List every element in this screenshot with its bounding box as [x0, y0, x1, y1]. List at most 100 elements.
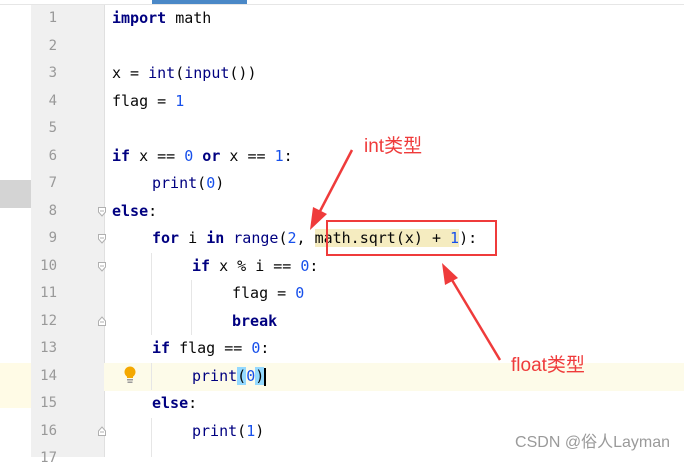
- code-line-11: flag = 0: [232, 280, 304, 308]
- code-text: [224, 229, 233, 247]
- code-line-10: if x % i == 0:: [192, 253, 318, 281]
- int-type-label: int类型: [364, 136, 423, 157]
- number: 1: [246, 422, 256, 440]
- code-text: :: [309, 257, 319, 275]
- indent-guide: [191, 280, 192, 335]
- matched-brace: ): [255, 367, 265, 385]
- line-number: 15: [40, 395, 57, 411]
- code-text: :: [283, 147, 293, 165]
- code-text: :: [188, 394, 198, 412]
- tab-bar: [0, 0, 684, 5]
- fold-collapse-icon[interactable]: [98, 234, 106, 244]
- code-line-9: for i in range(2, math.sqrt(x) + 1):: [152, 225, 477, 253]
- code-line-6: if x == 0 or x == 1:: [112, 143, 293, 171]
- code-text: i: [179, 229, 207, 247]
- line-number-gutter[interactable]: [31, 5, 105, 457]
- code-line-4: flag = 1: [112, 88, 184, 116]
- fold-end-icon[interactable]: [98, 316, 106, 326]
- active-tab-indicator[interactable]: [152, 0, 247, 4]
- keyword: or: [193, 147, 221, 165]
- keyword: import: [112, 9, 167, 27]
- matched-brace: (: [237, 367, 247, 385]
- line-number: 7: [48, 175, 57, 191]
- keyword: if: [152, 339, 171, 357]
- line-number: 13: [40, 340, 57, 356]
- code-text: ):: [459, 229, 478, 247]
- code-text: (: [197, 174, 207, 192]
- code-text: (: [237, 422, 247, 440]
- number: 0: [246, 367, 256, 385]
- builtin: range: [233, 229, 279, 247]
- current-line-highlight: [104, 363, 684, 391]
- code-text: x ==: [220, 147, 275, 165]
- fold-collapse-icon[interactable]: [98, 262, 106, 272]
- line-number: 9: [48, 230, 57, 246]
- code-text: x =: [112, 64, 149, 82]
- number: 0: [206, 174, 216, 192]
- keyword: else: [112, 202, 149, 220]
- code-text: math: [166, 9, 212, 27]
- keyword: for: [152, 229, 180, 247]
- code-line-8: else:: [112, 198, 157, 226]
- selection-marker: [0, 180, 31, 208]
- code-text: flag =: [232, 284, 296, 302]
- code-line-3: x = int(input()): [112, 60, 257, 88]
- annotation-highlight-box: [326, 220, 497, 256]
- watermark: CSDN @俗人Layman: [515, 434, 670, 451]
- code-line-15: else:: [152, 390, 197, 418]
- number: 0: [295, 284, 305, 302]
- line-number: 12: [40, 313, 57, 329]
- builtin: print: [152, 174, 198, 192]
- code-text: x ==: [130, 147, 185, 165]
- line-number: 11: [40, 285, 57, 301]
- code-text: (: [278, 229, 288, 247]
- indent-guide: [151, 363, 152, 390]
- line-number: 10: [40, 258, 57, 274]
- code-line-16: print(1): [192, 418, 264, 446]
- code-line-13: if flag == 0:: [152, 335, 269, 363]
- line-number: 1: [48, 10, 57, 26]
- lightbulb-icon[interactable]: [123, 366, 137, 384]
- builtin: print: [192, 422, 238, 440]
- current-line-marker: [0, 363, 31, 408]
- code-text: ()): [229, 64, 257, 82]
- code-text: (: [175, 64, 185, 82]
- line-number: 2: [48, 38, 57, 54]
- keyword: if: [112, 147, 131, 165]
- number: 0: [184, 147, 194, 165]
- line-number: 5: [48, 120, 57, 136]
- code-text: flag ==: [170, 339, 252, 357]
- line-number: 4: [48, 93, 57, 109]
- code-text: :: [260, 339, 270, 357]
- number: 1: [175, 92, 185, 110]
- number: 1: [450, 229, 460, 247]
- fold-collapse-icon[interactable]: [98, 207, 106, 217]
- number: 1: [274, 147, 284, 165]
- line-number: 6: [48, 148, 57, 164]
- code-text: ,: [296, 229, 315, 247]
- number: 2: [287, 229, 297, 247]
- line-number: 3: [48, 65, 57, 81]
- code-line-7: print(0): [152, 170, 224, 198]
- code-text: ): [255, 422, 265, 440]
- number: 0: [251, 339, 261, 357]
- line-number: 14: [40, 368, 57, 384]
- fold-end-icon[interactable]: [98, 426, 106, 436]
- builtin: input: [184, 64, 230, 82]
- code-line-14: print(0): [192, 363, 267, 391]
- indent-guide: [151, 418, 152, 457]
- code-text: :: [148, 202, 158, 220]
- float-type-label: float类型: [511, 355, 585, 376]
- left-panel-strip: [0, 5, 31, 457]
- keyword: else: [152, 394, 189, 412]
- line-number: 8: [48, 203, 57, 219]
- code-text: flag =: [112, 92, 176, 110]
- text-caret: [264, 367, 267, 386]
- highlighted-expression: math.sqrt(x) + 1: [314, 229, 460, 247]
- number: 0: [300, 257, 310, 275]
- line-number: 17: [40, 450, 57, 466]
- code-line-12: break: [232, 308, 277, 336]
- code-line-1: import math: [112, 5, 211, 33]
- line-number: 16: [40, 423, 57, 439]
- builtin: print: [192, 367, 238, 385]
